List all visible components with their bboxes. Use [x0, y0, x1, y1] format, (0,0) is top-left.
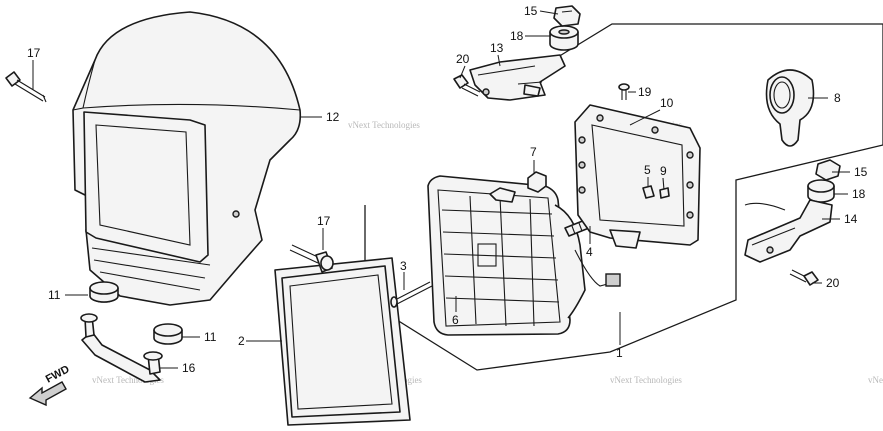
callout-labels: 15 18 13 20 17 12 19 10 8 7 5 9 15 18 14… [27, 4, 868, 375]
headlight-cowl [72, 11, 302, 306]
callout-17-upper: 17 [27, 46, 41, 60]
callout-20-upper: 20 [456, 52, 470, 66]
headlight-case-10 [574, 104, 701, 249]
grommet-11-right [153, 323, 183, 345]
callout-18-upper: 18 [510, 29, 524, 43]
assembly-frame [364, 23, 883, 371]
damper-18-upper [549, 25, 579, 51]
watermark-2: vNext Technologies [348, 120, 420, 130]
socket-cover-8 [765, 69, 815, 147]
screw-5 [642, 185, 655, 199]
callout-20-lower: 20 [826, 276, 840, 290]
callout-13: 13 [490, 41, 504, 55]
callout-5: 5 [644, 163, 651, 177]
sealed-beam-unit-6 [427, 175, 621, 336]
callout-4: 4 [586, 245, 593, 259]
screw-3 [390, 281, 433, 308]
callout-15-upper: 15 [524, 4, 538, 18]
nut-15-upper [553, 5, 581, 27]
bolt-20-upper [453, 74, 481, 97]
bolt-17-lower [289, 244, 334, 273]
screw-19 [618, 83, 630, 100]
callout-11-left: 11 [48, 288, 61, 302]
callout-10: 10 [660, 96, 674, 110]
callout-3: 3 [400, 259, 407, 273]
callout-15-lower: 15 [854, 165, 868, 179]
watermark-4: vNext Technologies [92, 375, 164, 385]
nut-15-lower [815, 159, 841, 181]
forward-direction-arrow: FWD [28, 363, 72, 407]
callout-18-lower: 18 [852, 187, 866, 201]
bolt-20-lower [789, 269, 819, 286]
grommet-11-left [89, 281, 119, 303]
callout-11-right: 11 [204, 330, 217, 344]
callout-1: 1 [616, 346, 623, 360]
callout-12: 12 [326, 110, 340, 124]
callout-17-lower: 17 [317, 214, 331, 228]
watermark-6: vNext Technologies [610, 375, 682, 385]
callout-7: 7 [530, 145, 537, 159]
fwd-label: FWD [44, 363, 72, 385]
callout-16: 16 [182, 361, 196, 375]
bracket-14 [744, 199, 833, 263]
bracket-16 [80, 313, 163, 383]
damper-18-lower [807, 179, 835, 203]
screw-9 [659, 177, 670, 199]
callout-19: 19 [638, 85, 652, 99]
bracket-13 [469, 54, 566, 101]
watermark-7: vNext Technologies [868, 375, 883, 385]
callout-9: 9 [660, 164, 667, 178]
callout-2: 2 [238, 334, 245, 348]
nut-7 [527, 171, 547, 193]
callout-6: 6 [452, 313, 459, 327]
bolt-17-upper [5, 71, 47, 103]
callout-14: 14 [844, 212, 858, 226]
headlight-rim-2 [274, 257, 411, 426]
leader-lines [32, 10, 850, 369]
callout-8: 8 [834, 91, 841, 105]
